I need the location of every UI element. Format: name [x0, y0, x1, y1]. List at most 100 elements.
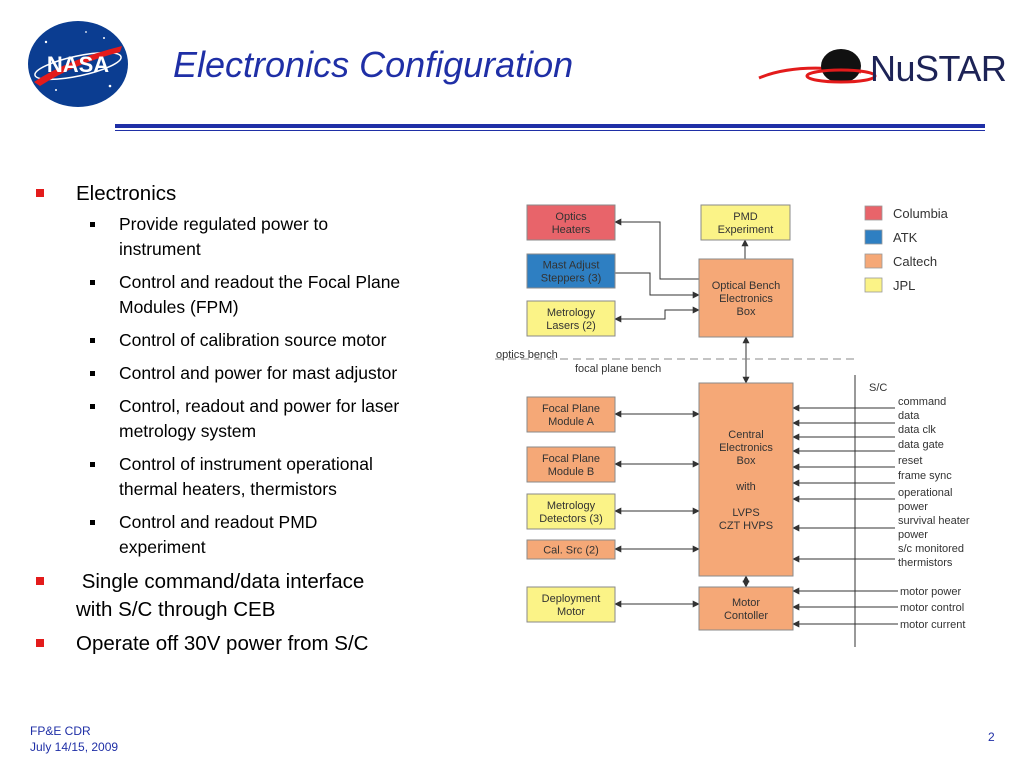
block-deployment-motor-label: Motor	[557, 606, 585, 618]
page-title: Electronics Configuration	[173, 44, 574, 85]
block-focal-plane-module-b-label: Focal Plane	[542, 453, 600, 465]
sub-bullet-line: Control of calibration source motor	[119, 330, 387, 350]
legend-swatch	[864, 253, 883, 269]
bullet-line: Single command/data interface	[76, 570, 365, 593]
ceb-signal-label: survival heater	[898, 515, 970, 527]
nustar-logo-text: NuSTAR	[870, 48, 1007, 89]
ceb-signal-label: reset	[898, 455, 922, 467]
footer-date: July 14/15, 2009	[30, 740, 119, 754]
block-mast-adjust-steppers-label: Mast Adjust	[543, 260, 600, 272]
block-deployment-motor-box	[526, 586, 616, 623]
sub-bullet-line: Modules (FPM)	[119, 297, 239, 317]
header-rule-thin	[115, 130, 985, 131]
block-metrology-detectors-box	[526, 493, 616, 530]
bullet-list: Electronics Provide regulated power to in…	[34, 180, 494, 664]
block-optics-heaters-label: Optics	[555, 211, 587, 223]
block-optical-bench-electronics-box-label: Box	[737, 306, 756, 318]
motor-signal-label: motor power	[900, 586, 961, 598]
block-motor-controller-label: Contoller	[724, 610, 768, 622]
block-cal-src: Cal. Src (2)	[526, 539, 616, 560]
block-metrology-lasers-box	[526, 300, 616, 337]
block-focal-plane-module-a-box	[526, 396, 616, 433]
ceb-signal-label: operational	[898, 487, 952, 499]
sub-bullet-marker	[90, 280, 95, 285]
ceb-signal-label: data gate	[898, 439, 944, 451]
block-mast-adjust-steppers-label: Steppers (3)	[541, 273, 602, 285]
block-metrology-detectors-label: Detectors (3)	[539, 513, 603, 525]
sub-bullet-line: Control and readout PMD	[119, 512, 318, 532]
block-metrology-detectors-label: Metrology	[547, 500, 596, 512]
sub-bullet-line: instrument	[119, 239, 201, 259]
block-pmd-experiment-box	[700, 204, 791, 241]
sub-bullet: Provide regulated power to instrument	[76, 212, 494, 262]
sub-bullet-marker	[90, 404, 95, 409]
ceb-signal-label: data	[898, 410, 920, 422]
focal-plane-bench-label: focal plane bench	[575, 363, 661, 375]
connector-metrology-lasers	[614, 306, 700, 323]
block-optical-bench-electronics-box-label: Optical Bench	[712, 280, 780, 292]
block-central-electronics-box-label: with	[735, 481, 756, 493]
block-optics-heaters-label: Heaters	[552, 224, 591, 236]
nasa-logo-text: NASA	[47, 52, 109, 77]
sub-bullet: Control and readout PMD experiment	[76, 510, 494, 560]
sub-bullet-list: Provide regulated power to instrument Con…	[76, 212, 494, 560]
ceb-signal-label: command	[898, 396, 946, 408]
block-cal-src-label: Cal. Src (2)	[543, 545, 599, 557]
ceb-signal-label: thermistors	[898, 557, 953, 569]
legend-item: ATK	[864, 229, 918, 245]
block-central-electronics-box-label: Central	[728, 429, 763, 441]
nasa-logo: NASA	[28, 21, 128, 107]
block-focal-plane-module-b-label: Module B	[548, 466, 594, 478]
page-number: 2	[988, 730, 995, 744]
block-optical-bench-electronics-box-label: Electronics	[719, 293, 773, 305]
sub-bullet-marker	[90, 338, 95, 343]
motor-signal-label: motor control	[900, 602, 964, 614]
ceb-signal-label: power	[898, 529, 928, 541]
legend-item: Columbia	[864, 205, 949, 221]
legend-item: Caltech	[864, 253, 937, 269]
block-central-electronics-box-box	[698, 382, 794, 577]
legend-label: JPL	[893, 278, 915, 293]
legend-swatch	[864, 205, 883, 221]
connectors	[495, 218, 898, 647]
legend-swatch	[864, 229, 883, 245]
sub-bullet-line: Control and power for mast adjustor	[119, 363, 398, 383]
block-metrology-lasers-label: Lasers (2)	[546, 320, 596, 332]
sub-bullet-marker	[90, 371, 95, 376]
header-rule	[115, 124, 985, 128]
sub-bullet-marker	[90, 222, 95, 227]
sub-bullet-line: Provide regulated power to	[119, 214, 329, 234]
sub-bullet-line: thermal heaters, thermistors	[119, 479, 337, 499]
sub-bullet-line: experiment	[119, 537, 206, 557]
legend-label: ATK	[893, 230, 918, 245]
block-central-electronics-box-label: Box	[737, 455, 756, 467]
block-focal-plane-module-b-box	[526, 446, 616, 483]
optics-bench-label: optics bench	[496, 349, 558, 361]
bullet-text: Electronics	[76, 182, 177, 205]
sub-bullet-line: Control, readout and power for laser	[119, 396, 400, 416]
block-deployment-motor-label: Deployment	[542, 593, 601, 605]
bullet-marker	[36, 577, 44, 585]
sub-bullet-marker	[90, 520, 95, 525]
ceb-signal-label: frame sync	[898, 470, 952, 482]
motor-signal-label: motor current	[900, 619, 965, 631]
footer-event: FP&E CDR	[30, 724, 91, 738]
sub-bullet-marker	[90, 462, 95, 467]
block-motor-controller-box	[698, 586, 794, 631]
sub-bullet: Control and power for mast adjustor	[76, 361, 494, 386]
bullet-text: Operate off 30V power from S/C	[76, 632, 369, 655]
ceb-signal-label: s/c monitored	[898, 543, 964, 555]
